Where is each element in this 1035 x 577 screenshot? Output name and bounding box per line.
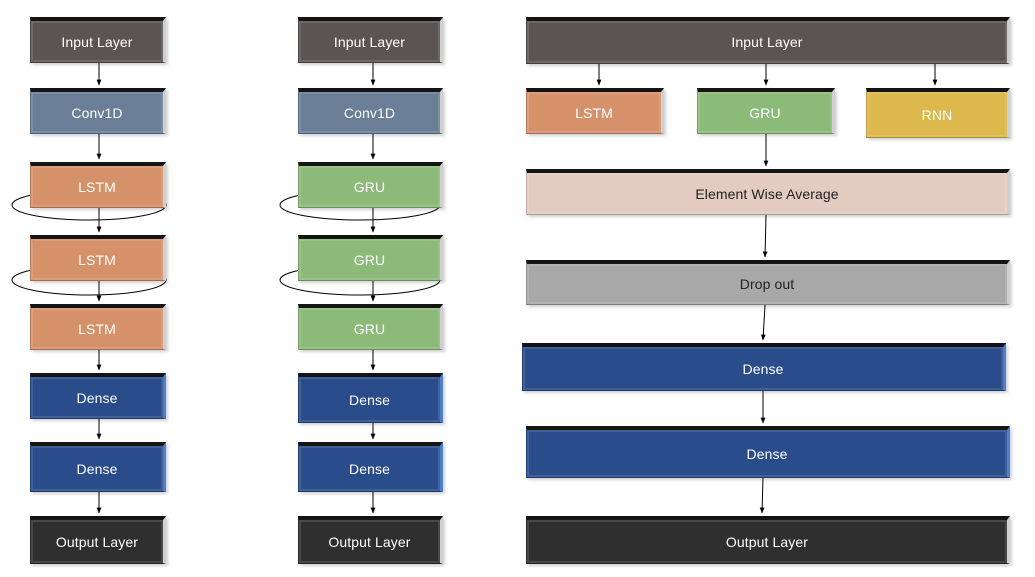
c3-dropout-layer: Drop out [526, 260, 1010, 305]
c2-gru-layer-3: GRU [298, 304, 443, 350]
c2-gru-layer-1-label: GRU [353, 178, 386, 195]
c3-gru-branch: GRU [697, 88, 835, 134]
c3-output-layer-label: Output Layer [725, 533, 809, 550]
c2-gru-layer-3-label: GRU [353, 320, 386, 337]
c1-conv1d-layer: Conv1D [30, 88, 166, 134]
c1-output-layer-label: Output Layer [55, 533, 139, 550]
c1-dense-layer-2-label: Dense [76, 460, 118, 477]
c2-dense-layer-2: Dense [298, 442, 443, 492]
c3-element-wise-average: Element Wise Average [526, 169, 1010, 215]
c2-dense-layer-1-label: Dense [349, 391, 390, 408]
c3-gru-branch-label: GRU [749, 104, 781, 121]
c1-lstm-layer-2: LSTM [30, 235, 166, 281]
c3-element-wise-average-label: Element Wise Average [695, 185, 839, 202]
c1-lstm-layer-2-label: LSTM [78, 251, 116, 268]
c2-output-layer: Output Layer [298, 516, 443, 564]
c2-gru-layer-1: GRU [298, 162, 443, 208]
c2-dense-layer-2-label: Dense [349, 460, 390, 477]
c1-input-layer-label: Input Layer [61, 33, 133, 50]
c1-dense-layer-1-label: Dense [76, 389, 118, 406]
c2-input-layer: Input Layer [298, 17, 443, 63]
c1-dense-layer-2: Dense [30, 442, 166, 492]
c3-dense-layer-1: Dense [522, 343, 1006, 391]
c3-dropout-layer-label: Drop out [739, 276, 795, 292]
c2-gru-layer-2: GRU [298, 235, 443, 281]
c1-lstm-layer-1: LSTM [30, 162, 166, 208]
c1-input-layer: Input Layer [30, 17, 166, 63]
c3-lstm-branch: LSTM [526, 88, 664, 134]
c3-arrow-dense-output [759, 477, 765, 514]
c1-lstm-layer-3: LSTM [30, 304, 166, 350]
c1-output-layer: Output Layer [30, 516, 166, 564]
c3-rnn-branch: RNN [866, 88, 1010, 138]
c2-output-layer-label: Output Layer [328, 533, 411, 550]
c2-input-layer-label: Input Layer [333, 33, 406, 50]
c1-conv1d-layer-label: Conv1D [71, 104, 123, 121]
c3-output-layer: Output Layer [526, 516, 1010, 564]
c3-dense-layer-1-label: Dense [742, 360, 784, 377]
c3-rnn-branch-label: RNN [921, 106, 953, 123]
c1-dense-layer-1: Dense [30, 373, 166, 419]
c3-input-layer: Input Layer [526, 17, 1010, 64]
c3-arrow-average-dropout [762, 214, 768, 258]
c3-lstm-branch-label: LSTM [575, 104, 613, 121]
c1-lstm-layer-1-label: LSTM [78, 178, 116, 195]
c3-input-layer-label: Input Layer [731, 34, 803, 50]
c3-arrow-dropout-dense [760, 304, 766, 341]
c2-dense-layer-1: Dense [298, 373, 443, 423]
c2-conv1d-layer-label: Conv1D [343, 104, 396, 121]
c3-dense-layer-2-label: Dense [746, 445, 788, 462]
c1-lstm-layer-3-label: LSTM [78, 320, 116, 337]
c3-dense-layer-2: Dense [526, 426, 1010, 478]
c2-gru-layer-2-label: GRU [353, 251, 386, 268]
c2-conv1d-layer: Conv1D [298, 88, 443, 134]
